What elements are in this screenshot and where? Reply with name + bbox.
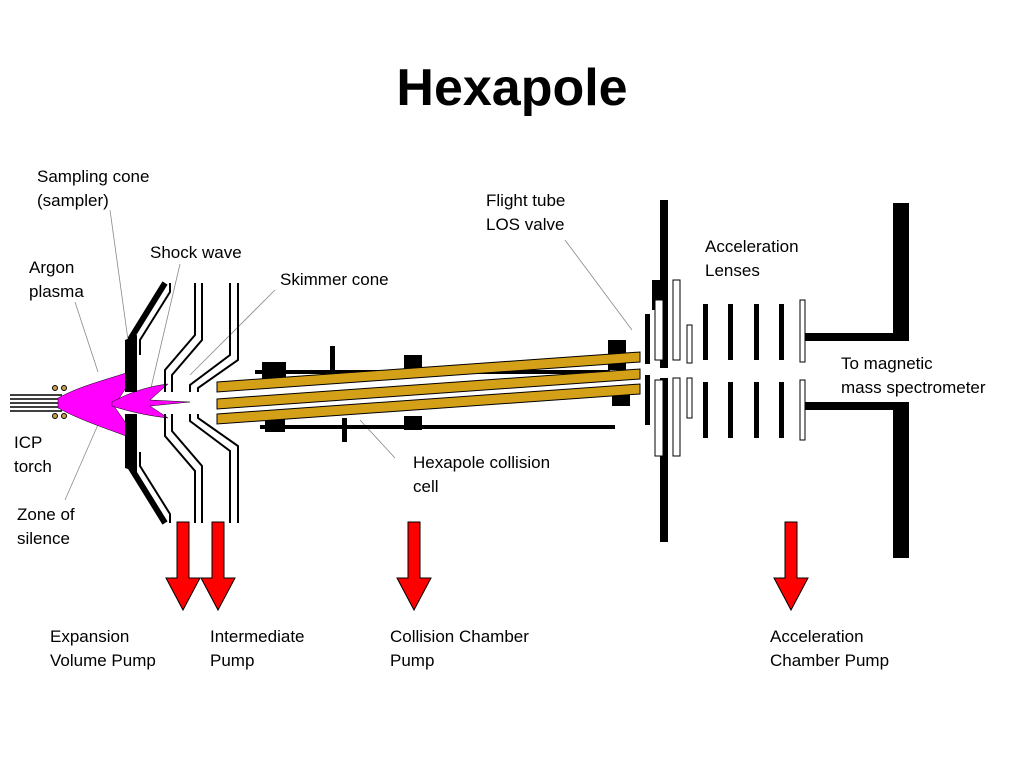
acceleration-lenses <box>703 304 784 438</box>
pump-arrows <box>165 521 809 612</box>
icp-torch <box>10 394 62 412</box>
magnetic-entrance <box>805 203 909 558</box>
valve-outline <box>654 279 693 457</box>
acceleration-pump-arrow <box>773 521 809 612</box>
skimmer-cone <box>164 283 203 523</box>
intermediate-pump-arrow <box>200 521 236 612</box>
shock-wave-label: Shock wave <box>150 243 242 262</box>
argon-plasma <box>57 372 129 437</box>
extraction-lens <box>189 283 239 523</box>
expansion-pump-arrow <box>165 521 201 612</box>
lens-outline <box>799 299 806 441</box>
sampling-cone-label: Sampling cone(sampler) <box>37 167 150 210</box>
ion-beam <box>111 383 191 419</box>
sampling-cone <box>125 281 171 525</box>
hexapole-rods <box>216 351 641 425</box>
torch-coil <box>52 385 67 419</box>
flight-tube-valve <box>645 200 668 542</box>
page-title: Hexapole <box>396 59 628 117</box>
skimmer-cone-label: Skimmer cone <box>280 270 389 289</box>
collision-pump-arrow <box>396 521 432 612</box>
